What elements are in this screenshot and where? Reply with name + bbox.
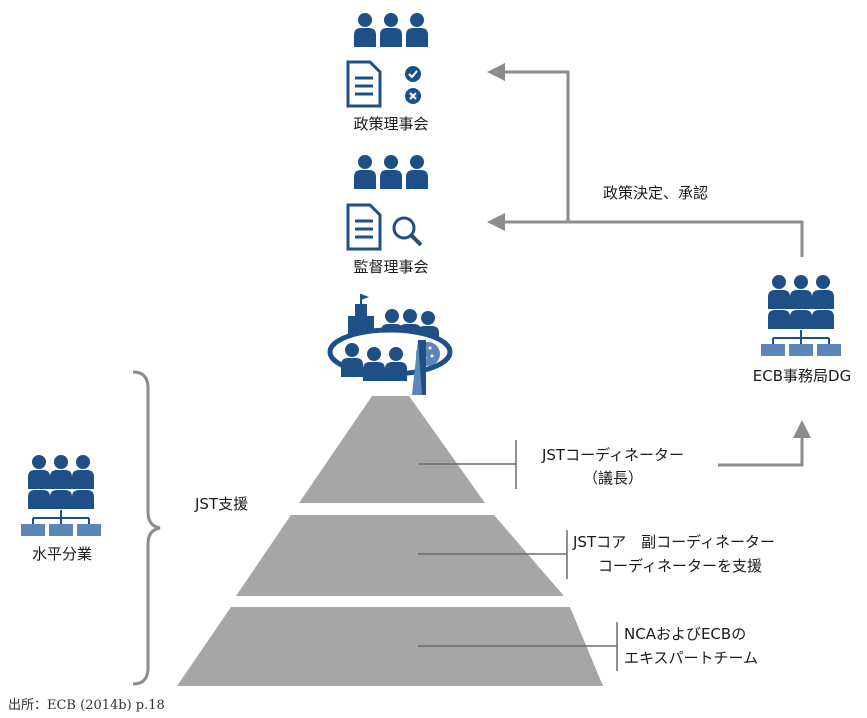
tier-3-label-line1: NCAおよびECBの (624, 625, 747, 643)
governing-council-people-icon (354, 13, 428, 47)
arrow-head-icon (793, 420, 811, 438)
governing-council-label: 政策理事会 (353, 115, 429, 133)
check-icon (405, 66, 421, 82)
supervisory-board-label: 監督理事会 (353, 258, 429, 276)
leader-lines (418, 440, 618, 671)
tier-2-label-line2: コーディネーターを支援 (598, 557, 762, 575)
source-note: 出所：ECB (2014b) p.18 (8, 698, 165, 713)
horizontal-division-orgchart-icon (21, 455, 101, 536)
jst-support-label: JST支援 (195, 495, 249, 513)
tier-1-label-line1: JSTコーディネーター (541, 446, 685, 464)
cross-icon (405, 88, 421, 104)
document-icon (346, 203, 382, 251)
pyramid-tier-top (299, 396, 485, 503)
ecb-dg-orgchart-icon (761, 275, 841, 356)
arrow-head-icon (487, 213, 505, 231)
tier-2-label-line1: JSTコア 副コーディネーター (573, 533, 776, 551)
tier-3-label-line2: エキスパートチーム (624, 649, 759, 667)
arrow-head-icon (487, 63, 505, 81)
round-table-meeting-icon (327, 294, 453, 395)
ecb-dg-label: ECB事務局DG (752, 367, 852, 385)
pyramid-tier-bottom (177, 607, 603, 686)
pyramid (177, 396, 603, 686)
flow-arrows (500, 70, 804, 467)
tier-1-label-line2: （議長） (582, 469, 643, 487)
arrow-heads (487, 63, 811, 438)
horizontal-division-label: 水平分業 (31, 545, 92, 563)
document-icon (346, 60, 382, 108)
magnifier-icon (392, 216, 423, 247)
policy-decision-label: 政策決定、承認 (603, 184, 709, 202)
pyramid-tier-middle (236, 515, 564, 596)
curly-brace (132, 370, 161, 686)
supervisory-board-people-icon (354, 155, 428, 189)
